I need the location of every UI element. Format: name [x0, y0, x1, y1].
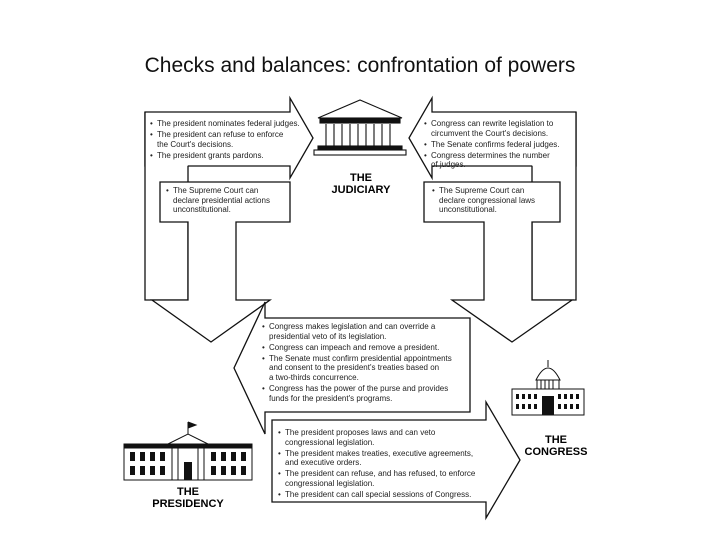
judiciary-label-line1: THE [350, 172, 372, 184]
presidency-label-line2: PRESIDENCY [152, 498, 224, 510]
president-on-congress-text: The president proposes laws and can veto… [278, 428, 475, 501]
arrow-congress-to-president [233, 301, 471, 435]
check-item-continued: of judges. [431, 160, 466, 170]
check-item: Congress determines the number [424, 151, 560, 161]
check-item: Congress can rewrite legislation to [424, 119, 560, 129]
judiciary-on-president-text: The Supreme Court can declare presidenti… [166, 186, 270, 216]
check-item: The president can refuse, and has refuse… [278, 469, 475, 479]
check-item-continued: circumvent the Court's decisions. [431, 128, 549, 138]
check-item: Congress can impeach and remove a presid… [262, 343, 452, 353]
president-on-judiciary-text: The president nominates federal judges. … [150, 119, 300, 162]
congress-on-president-text: Congress makes legislation and can overr… [262, 322, 452, 405]
check-item-continued: declare presidential actions [173, 195, 270, 205]
check-item-continued: the Court's decisions. [157, 139, 234, 149]
check-item-continued: a two-thirds concurrence. [269, 372, 359, 382]
arrow-judiciary-to-president [149, 181, 291, 343]
check-item-continued: unconstitutional. [173, 205, 231, 215]
check-item: Congress has the power of the purse and … [262, 384, 452, 394]
congress-on-judiciary-text: Congress can rewrite legislation to circ… [424, 119, 560, 171]
judiciary-label-line2: JUDICIARY [331, 184, 391, 196]
white-house-icon [123, 421, 253, 481]
check-item: The president can refuse to enforce [150, 130, 300, 140]
arrow-judiciary-to-congress [423, 181, 575, 343]
congress-label: THE CONGRESS [506, 434, 606, 458]
check-item-continued: and executive orders. [285, 458, 362, 468]
presidency-label-line1: THE [177, 486, 199, 498]
check-item-continued: presidential veto of its legislation. [269, 331, 387, 341]
check-item: The Senate confirms federal judges. [424, 140, 560, 150]
check-item: The president proposes laws and can veto [278, 428, 475, 438]
page-title: Checks and balances: confrontation of po… [144, 54, 576, 77]
capitol-icon [511, 360, 585, 416]
check-item: The president grants pardons. [150, 151, 300, 161]
check-item: The Supreme Court can [432, 186, 535, 196]
check-item-continued: congressional legislation. [285, 437, 375, 447]
judiciary-label: THE JUDICIARY [316, 172, 406, 196]
check-item: The Supreme Court can [166, 186, 270, 196]
check-item: The president makes treaties, executive … [278, 449, 475, 459]
check-item-continued: and consent to the president's treaties … [269, 363, 440, 373]
check-item: The Senate must confirm presidential app… [262, 354, 452, 364]
check-item-continued: declare congressional laws [439, 195, 536, 205]
check-item: Congress makes legislation and can overr… [262, 322, 452, 332]
check-item-continued: unconstitutional. [439, 205, 497, 215]
presidency-label: THE PRESIDENCY [136, 486, 240, 510]
courthouse-icon [313, 99, 407, 156]
congress-label-line1: THE [545, 434, 567, 446]
check-item: The president nominates federal judges. [150, 119, 300, 129]
check-item-continued: congressional legislation. [285, 478, 375, 488]
check-item: The president can call special sessions … [278, 490, 475, 500]
judiciary-on-congress-text: The Supreme Court can declare congressio… [432, 186, 535, 216]
check-item-continued: funds for the president's programs. [269, 393, 393, 403]
congress-label-line2: CONGRESS [524, 446, 588, 458]
